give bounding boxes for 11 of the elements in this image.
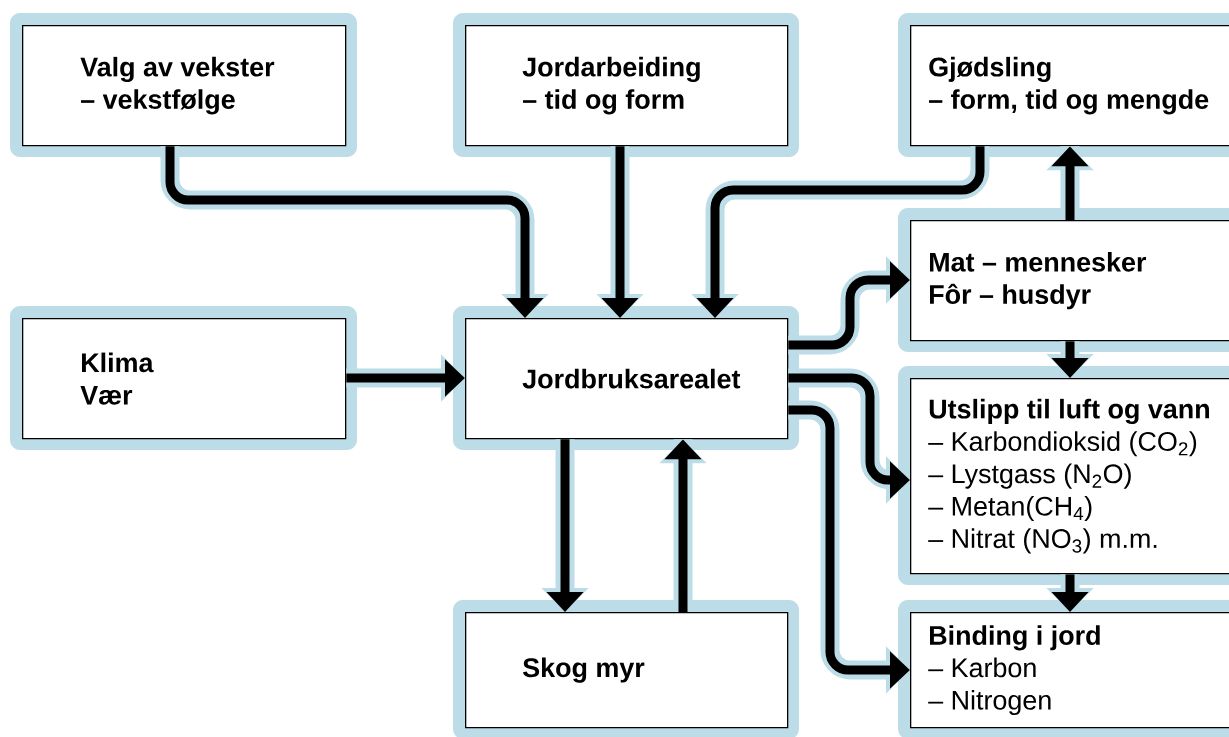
process-box: Valg av vekster – vekstfølge	[22, 25, 347, 147]
central-box: Jordbruksarealet	[465, 318, 789, 440]
process-box: Binding i jord – Karbon – Nitrogen	[910, 612, 1229, 729]
process-box: Utslipp til luft og vann – Karbondioksid (CO$_{2}$) – Lystgass (N$_{2}$O) – Metan(CH$_{4}$) – Nitrat (NO$_{3}$) m.m.	[910, 378, 1229, 575]
process-box: Gjødsling – form, tid og mengde	[910, 25, 1229, 147]
arrow	[160, 146, 549, 318]
process-box: Mat – mennesker Fôr – husdyr	[910, 220, 1229, 342]
process-box: Jordarbeiding – tid og form	[465, 25, 789, 147]
process-box: Skog myr	[465, 612, 789, 729]
process-box: Klima Vær	[22, 318, 347, 440]
arrow	[788, 256, 910, 355]
